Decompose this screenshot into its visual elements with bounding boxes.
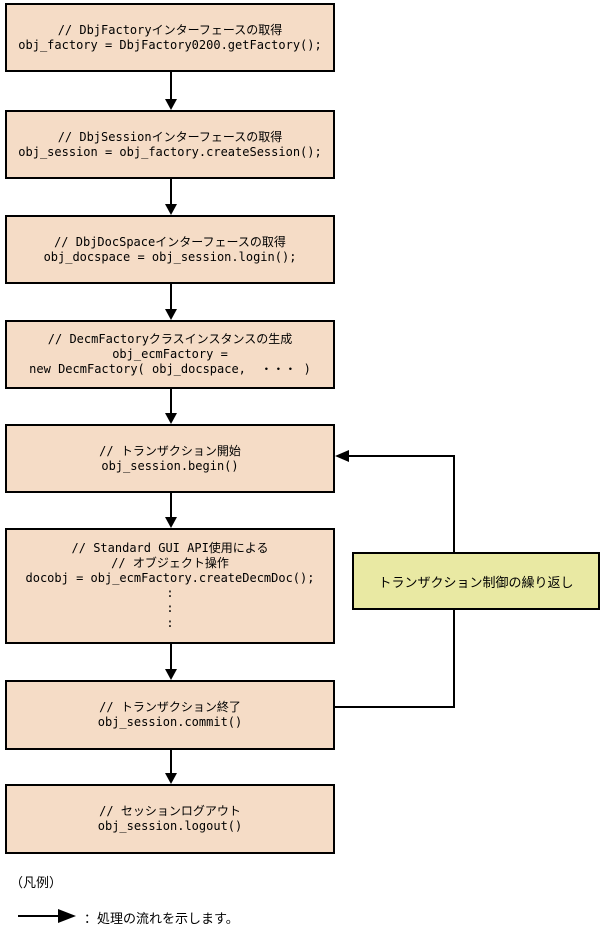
arrow-right-icon xyxy=(58,909,76,923)
arrow-down-icon xyxy=(164,309,177,320)
arrow-line xyxy=(169,750,172,773)
flow-box-get-factory: // DbjFactoryインターフェースの取得 obj_factory = D… xyxy=(5,3,335,72)
box-code-line: obj_session.commit() xyxy=(97,715,243,729)
legend-caption: ：処理の流れを示します。 xyxy=(84,912,239,927)
legend-title: （凡例） xyxy=(10,876,63,891)
box-comment-line: // Standard GUI API使用による xyxy=(71,541,269,555)
box-ellipsis-line: : xyxy=(166,601,174,615)
box-comment-line: // DecmFactoryクラスインスタンスの生成 xyxy=(47,332,293,346)
box-comment-line: // DbjSessionインターフェースの取得 xyxy=(57,129,283,144)
flow-box-session-logout: // セッションログアウト obj_session.logout() xyxy=(5,784,335,854)
loop-label-text: トランザクション制御の繰り返し xyxy=(378,575,574,591)
arrow-line xyxy=(169,72,172,99)
box-code-line: obj_session = obj_factory.createSession(… xyxy=(18,144,322,159)
arrow-down-icon xyxy=(164,99,177,110)
flow-arrow-down-7 xyxy=(164,750,177,784)
loop-top-line xyxy=(348,455,455,457)
loop-bottom-line xyxy=(335,706,455,708)
arrow-line xyxy=(169,493,172,517)
arrow-line xyxy=(169,644,172,669)
arrow-down-icon xyxy=(164,413,177,424)
flow-arrow-down-2 xyxy=(164,179,177,215)
arrow-left-icon xyxy=(335,450,349,462)
box-comment-line: // オブジェクト操作 xyxy=(111,556,229,570)
box-code-line: obj_ecmFactory = xyxy=(112,347,228,361)
arrow-down-icon xyxy=(164,517,177,528)
box-comment-line: // セッションログアウト xyxy=(99,804,241,818)
box-code-line: docobj = obj_ecmFactory.createDecmDoc(); xyxy=(25,571,315,585)
box-code-line: obj_factory = DbjFactory0200.getFactory(… xyxy=(18,37,322,52)
box-comment-line: // トランザクション終了 xyxy=(99,700,241,714)
box-code-line: new DecmFactory( obj_docspace, ・・・ ) xyxy=(29,362,311,376)
flow-box-transaction-commit: // トランザクション終了 obj_session.commit() xyxy=(5,680,335,750)
box-code-line: obj_docspace = obj_session.login(); xyxy=(43,249,297,264)
box-code-line: obj_session.logout() xyxy=(97,819,243,833)
arrow-line xyxy=(169,179,172,204)
flow-box-create-session: // DbjSessionインターフェースの取得 obj_session = o… xyxy=(5,110,335,179)
arrow-line xyxy=(169,389,172,413)
loop-label-box: トランザクション制御の繰り返し xyxy=(352,552,600,610)
arrow-down-icon xyxy=(164,204,177,215)
arrow-down-icon xyxy=(164,773,177,784)
box-code-line: obj_session.begin() xyxy=(101,458,239,473)
flow-arrow-down-4 xyxy=(164,389,177,424)
flow-box-new-decmfactory: // DecmFactoryクラスインスタンスの生成 obj_ecmFactor… xyxy=(5,320,335,389)
arrow-down-icon xyxy=(164,669,177,680)
box-comment-line: // DbjFactoryインターフェースの取得 xyxy=(57,22,283,37)
flow-arrow-down-5 xyxy=(164,493,177,528)
flow-arrow-down-3 xyxy=(164,284,177,320)
flow-arrow-down-6 xyxy=(164,644,177,680)
legend-arrow-line xyxy=(18,915,58,917)
box-ellipsis-line: : xyxy=(166,586,174,600)
box-ellipsis-line: : xyxy=(166,616,174,630)
flow-box-transaction-begin: // トランザクション開始 obj_session.begin() xyxy=(5,424,335,493)
flow-box-login: // DbjDocSpaceインターフェースの取得 obj_docspace =… xyxy=(5,215,335,284)
flow-arrow-down-1 xyxy=(164,72,177,110)
box-comment-line: // DbjDocSpaceインターフェースの取得 xyxy=(54,234,286,249)
flow-box-object-operations: // Standard GUI API使用による // オブジェクト操作 doc… xyxy=(5,528,335,644)
arrow-line xyxy=(169,284,172,309)
box-comment-line: // トランザクション開始 xyxy=(99,443,241,458)
